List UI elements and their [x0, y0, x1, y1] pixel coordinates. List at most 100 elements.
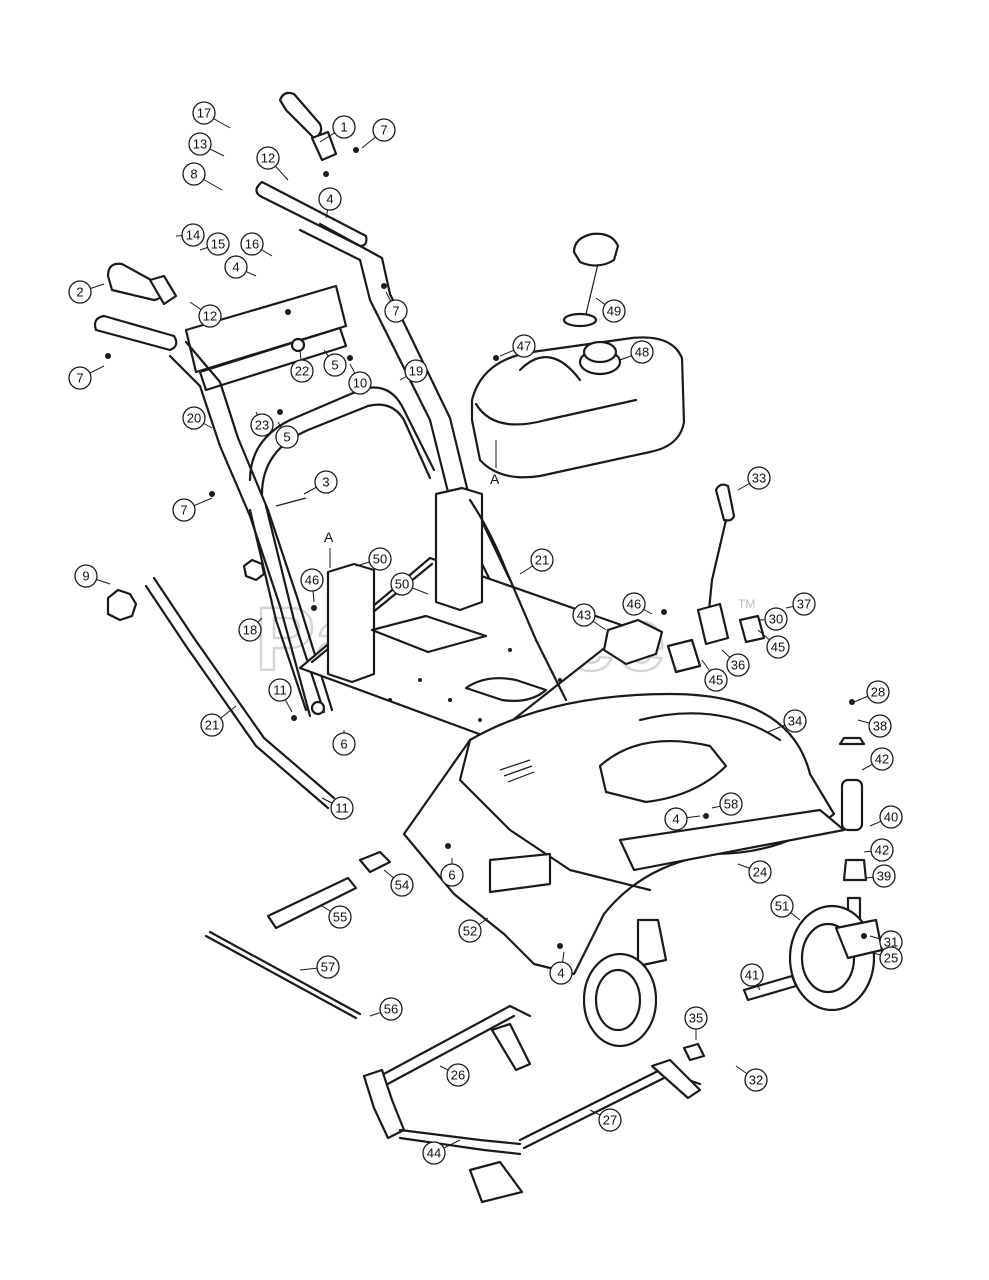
- callout-number: 2: [76, 285, 83, 300]
- callout-circle: [766, 635, 790, 659]
- callout-32: 32: [735, 1065, 768, 1092]
- callout-number: 3: [322, 475, 329, 490]
- callout-circle: [630, 340, 654, 364]
- callout-circle: [664, 807, 688, 831]
- callout-number: 52: [463, 924, 477, 939]
- callout-43: 43: [572, 603, 607, 631]
- callout-circle: [719, 792, 743, 816]
- callout-2: 2: [68, 280, 105, 304]
- callout-13: 13: [188, 132, 225, 157]
- callout-circle: [572, 603, 596, 627]
- callout-number: 25: [884, 951, 898, 966]
- callout-circle: [379, 997, 403, 1021]
- callout-circle: [598, 1108, 622, 1132]
- callout-number: 37: [797, 597, 811, 612]
- callout-circle: [314, 470, 338, 494]
- callout-circle: [181, 223, 205, 247]
- callout-4: 4: [549, 951, 573, 985]
- callout-24: 24: [737, 860, 772, 884]
- callout-number: 14: [186, 228, 200, 243]
- callout-56: 56: [369, 997, 403, 1021]
- callout-number: 42: [875, 752, 889, 767]
- callout-circle: [318, 187, 342, 211]
- callout-number: 5: [283, 430, 290, 445]
- callout-58: 58: [711, 792, 743, 816]
- callout-number: 4: [232, 260, 239, 275]
- callout-number: 21: [205, 718, 219, 733]
- callout-circle: [748, 860, 772, 884]
- callout-15: 15: [199, 232, 230, 256]
- callout-14: 14: [175, 223, 205, 247]
- callout-number: 45: [709, 673, 723, 688]
- callout-5: 5: [323, 349, 347, 377]
- callout-number: 23: [255, 418, 269, 433]
- callout-number: 20: [187, 411, 201, 426]
- callout-4: 4: [318, 187, 342, 219]
- callout-circle: [770, 894, 794, 918]
- callout-number: 50: [373, 552, 387, 567]
- callout-31: 31: [869, 930, 903, 954]
- callout-number: 58: [724, 797, 738, 812]
- callout-circle: [240, 232, 264, 256]
- callout-12: 12: [189, 301, 222, 328]
- callout-12: 12: [256, 146, 289, 181]
- callout-number: 6: [340, 737, 347, 752]
- callout-number: 32: [749, 1073, 763, 1088]
- callout-19: 19: [399, 359, 428, 383]
- callout-21: 21: [519, 548, 554, 575]
- callout-circle: [704, 668, 728, 692]
- callout-circle: [368, 547, 392, 571]
- callout-circle: [172, 498, 196, 522]
- callout-38: 38: [857, 714, 892, 738]
- callout-42: 42: [863, 838, 894, 862]
- callout-circle: [332, 115, 356, 139]
- fuel-tank: [470, 232, 686, 479]
- callout-number: 28: [871, 685, 885, 700]
- callout-21: 21: [200, 705, 237, 737]
- callout-1: 1: [319, 115, 356, 143]
- callout-number: 16: [245, 237, 259, 252]
- callout-number: 24: [753, 865, 767, 880]
- callout-41: 41: [740, 963, 764, 991]
- callout-circle: [68, 280, 92, 304]
- callout-number: 15: [211, 237, 225, 252]
- callout-circle: [747, 466, 771, 490]
- callout-number: 44: [427, 1146, 441, 1161]
- callout-circle: [684, 1006, 708, 1030]
- callout-circle: [268, 678, 292, 702]
- callout-7: 7: [361, 118, 396, 149]
- callout-circle: [182, 162, 206, 186]
- callout-25: 25: [869, 946, 903, 970]
- callout-number: 1: [340, 120, 347, 135]
- callout-30: 30: [759, 607, 788, 631]
- callout-circle: [764, 607, 788, 631]
- callout-circle: [206, 232, 230, 256]
- ref-mark-a-bracket: A: [324, 529, 334, 545]
- callout-44: 44: [422, 1139, 461, 1165]
- callout-49: 49: [595, 297, 626, 323]
- callout-number: 51: [775, 899, 789, 914]
- callout-55: 55: [321, 905, 352, 929]
- callout-circle: [879, 805, 903, 829]
- callout-42: 42: [861, 747, 894, 771]
- callout-17: 17: [192, 101, 231, 129]
- callout-number: 4: [557, 966, 564, 981]
- callout-number: 19: [409, 364, 423, 379]
- callout-8: 8: [182, 162, 223, 191]
- callout-circle: [384, 299, 408, 323]
- callout-circle: [868, 714, 892, 738]
- callout-27: 27: [589, 1108, 622, 1132]
- callout-circle: [330, 796, 354, 820]
- callout-circle: [74, 564, 98, 588]
- callout-circle: [872, 864, 896, 888]
- callout-circle: [328, 905, 352, 929]
- left-caster-wheel: [582, 918, 668, 1048]
- callout-number: 30: [769, 612, 783, 627]
- callout-3: 3: [303, 470, 338, 495]
- callout-number: 21: [535, 553, 549, 568]
- callout-number: 12: [261, 151, 275, 166]
- callout-number: 40: [884, 810, 898, 825]
- callout-circle: [290, 359, 314, 383]
- callout-number: 35: [689, 1011, 703, 1026]
- callout-number: 8: [190, 167, 197, 182]
